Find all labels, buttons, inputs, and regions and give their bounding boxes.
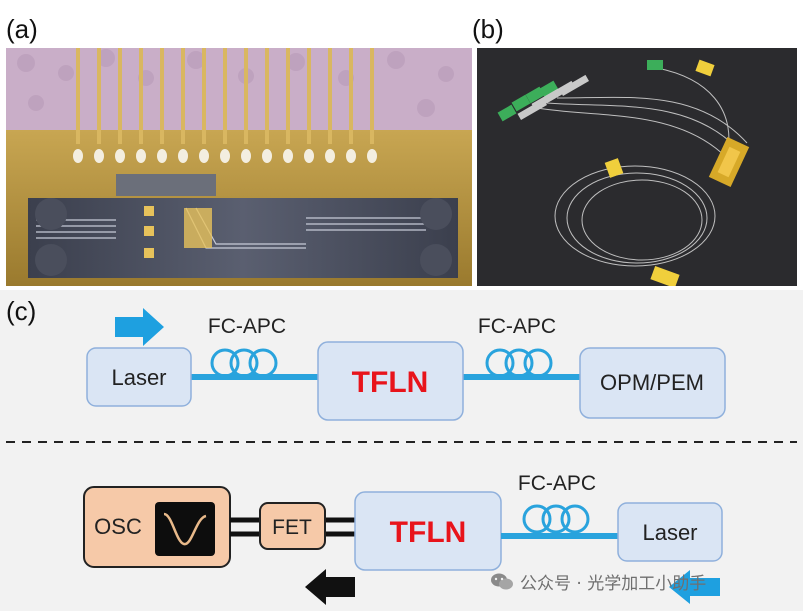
fiber-module-photo (477, 48, 797, 286)
panel-label-b: (b) (472, 14, 504, 44)
output-signal-arrow-icon (305, 569, 355, 605)
tfln-device-box (354, 491, 502, 571)
watermark: 公众号 · 光学加工小助手 (490, 569, 706, 594)
fiber-coil-icon (522, 504, 590, 534)
chip-package-photo (6, 48, 472, 286)
laser-box (86, 347, 192, 407)
input-light-arrow-icon (115, 308, 164, 346)
laser-label: Laser (642, 520, 697, 545)
waveform-icon (163, 512, 207, 546)
oscilloscope-label: OSC (94, 514, 142, 539)
detector-box (579, 347, 726, 419)
top-setup: FC-APC FC-APC Laser TFLN OPM/PEM (86, 308, 726, 421)
oscilloscope-screen (155, 502, 215, 556)
rf-cable (230, 517, 355, 537)
panel-label-c: (c) (6, 296, 37, 326)
detector-label: OPM/PEM (600, 370, 704, 395)
fet-label: FET (272, 516, 312, 539)
input-light-arrow-icon (669, 570, 720, 604)
panel-label-a: (a) (6, 14, 38, 44)
connector-label: FC-APC (208, 315, 286, 338)
watermark-text: 公众号 · 光学加工小助手 (520, 574, 707, 594)
tfln-label: TFLN (352, 366, 429, 399)
laser-box (617, 502, 723, 562)
connector-label: FC-APC (518, 472, 596, 495)
bottom-setup: OSC FET TFLN FC-APC Laser (83, 472, 723, 605)
fiber-coil-icon (210, 348, 278, 378)
tfln-device-box (317, 341, 464, 421)
connector-label: FC-APC (478, 315, 556, 338)
measurement-setup-diagram: (c) FC-APC FC-APC Laser TFLN (0, 290, 803, 611)
tfln-label: TFLN (390, 516, 467, 549)
wechat-icon (490, 572, 514, 592)
fet-amplifier-box (259, 502, 326, 550)
fiber-coil-icon (485, 348, 553, 378)
laser-label: Laser (111, 365, 166, 390)
